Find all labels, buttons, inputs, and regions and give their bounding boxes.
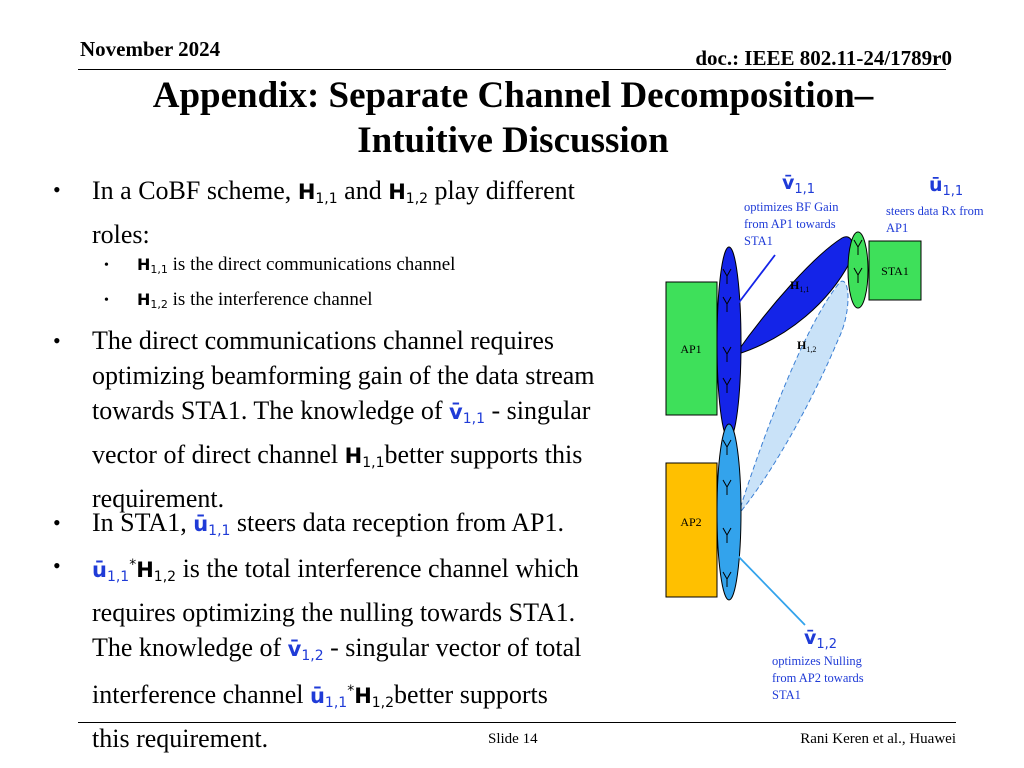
sta1-box: [868, 240, 922, 301]
header-doc-id: doc.: IEEE 802.11-24/1789r0: [695, 46, 952, 70]
bullet-2: The direct communications channel requir…: [92, 326, 595, 513]
bullet-marker-3: •: [53, 510, 61, 535]
title-line-2: Intuitive Discussion: [357, 120, 669, 161]
bullet-marker-1: •: [53, 177, 61, 202]
ap1-antenna-array: [716, 246, 742, 440]
footer-rule: [78, 722, 956, 723]
sub-bullet-1: H1,1 is the direct communications channe…: [137, 254, 456, 276]
h12-label: H1,2: [797, 338, 816, 354]
slide-title: Appendix: Separate Channel Decomposition…: [80, 73, 946, 163]
bullet-3: In STA1, ū1,1 steers data reception from…: [92, 508, 564, 539]
title-line-1: Appendix: Separate Channel Decomposition…: [152, 75, 874, 116]
ap1-box: [665, 281, 718, 416]
bullet-marker-2: •: [53, 328, 61, 353]
math-h11: H1,1: [344, 444, 385, 471]
sta1-label: STA1: [881, 264, 909, 278]
math-v11: v̄1,1: [449, 400, 486, 427]
u11-heading: ū1,1: [929, 174, 964, 199]
footer-author: Rani Keren et al., Huawei: [800, 731, 956, 747]
ap1-label: AP1: [680, 342, 701, 356]
antenna-icons: [722, 239, 863, 587]
math-u11: ū1,1: [193, 512, 231, 539]
sub-bullet-2: H1,2 is the interference channel: [137, 289, 373, 311]
sta1-antenna-array: [847, 231, 869, 309]
math-u11: ū1,1: [309, 684, 348, 711]
interference-beam-ap2: [737, 280, 849, 516]
v11-annotation: optimizes BF Gain from AP1 towards STA1: [744, 200, 839, 248]
math-h12: H1,2: [137, 290, 168, 311]
slide-number: Slide 14: [488, 731, 538, 747]
sub-bullet-marker-2: •: [104, 293, 109, 308]
ap2-antenna-array: [716, 423, 742, 601]
math-v12: v̄1,2: [287, 637, 324, 664]
bullet-4: ū1,1*H1,2 is the total interference chan…: [92, 554, 582, 753]
math-u11: ū1,1: [92, 558, 130, 585]
v11-heading: v̄1,1: [782, 172, 816, 197]
ap2-label: AP2: [680, 515, 701, 529]
pointer-v12: [736, 554, 806, 626]
pointer-v11: [736, 254, 776, 306]
ap2-box: [665, 462, 718, 598]
bullet-1: In a CoBF scheme, H1,1 and H1,2 play dif…: [92, 176, 575, 249]
math-h11: H1,1: [137, 255, 168, 276]
header-date: November 2024: [80, 37, 221, 61]
sub-bullet-marker-1: •: [104, 258, 109, 273]
h11-label: H1,1: [790, 278, 809, 294]
u11-annotation: steers data Rx from AP1: [886, 204, 984, 235]
v12-heading: v̄1,2: [804, 627, 838, 652]
header-rule: [78, 69, 946, 70]
bullet-marker-4: •: [53, 553, 61, 578]
v12-annotation: optimizes Nulling from AP2 towards STA1: [772, 654, 864, 702]
math-h11: H1,1: [297, 180, 338, 207]
math-h12: H1,2: [388, 180, 429, 207]
